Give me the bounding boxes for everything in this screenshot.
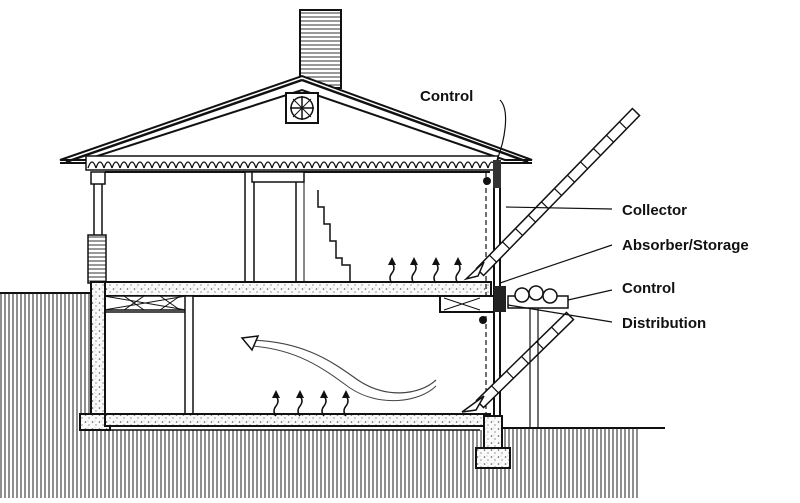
ground-right xyxy=(500,427,665,498)
control-damper-bottom xyxy=(479,316,487,324)
label-distribution: Distribution xyxy=(622,315,706,332)
sunlight-arrow-lower xyxy=(461,395,485,413)
rising-heat-upper xyxy=(388,257,462,284)
label-absorber-storage: Absorber/Storage xyxy=(622,237,749,254)
return-duct-box xyxy=(103,295,187,311)
leader-lines xyxy=(496,99,613,323)
staircase xyxy=(317,190,351,282)
exterior-control-unit xyxy=(507,285,569,428)
rising-heat-lower xyxy=(272,390,350,417)
air-circulation-arrow xyxy=(240,335,437,402)
distribution-duct xyxy=(439,286,506,313)
chimney xyxy=(299,9,342,89)
left-porch-column xyxy=(87,171,107,284)
upper-interior-walls xyxy=(105,171,490,283)
sunlight-arrow-upper xyxy=(463,261,485,281)
upper-floor-slab xyxy=(90,281,492,297)
basement-floor-slab xyxy=(104,413,491,427)
control-damper-top xyxy=(483,160,501,188)
ceiling-insulation xyxy=(85,155,499,171)
label-control-mid: Control xyxy=(622,280,675,297)
attic-vent-icon xyxy=(285,92,319,124)
label-collector: Collector xyxy=(622,202,687,219)
ground-left xyxy=(0,292,92,498)
sunlight-beam xyxy=(475,107,641,409)
label-control-top: Control xyxy=(420,88,473,105)
